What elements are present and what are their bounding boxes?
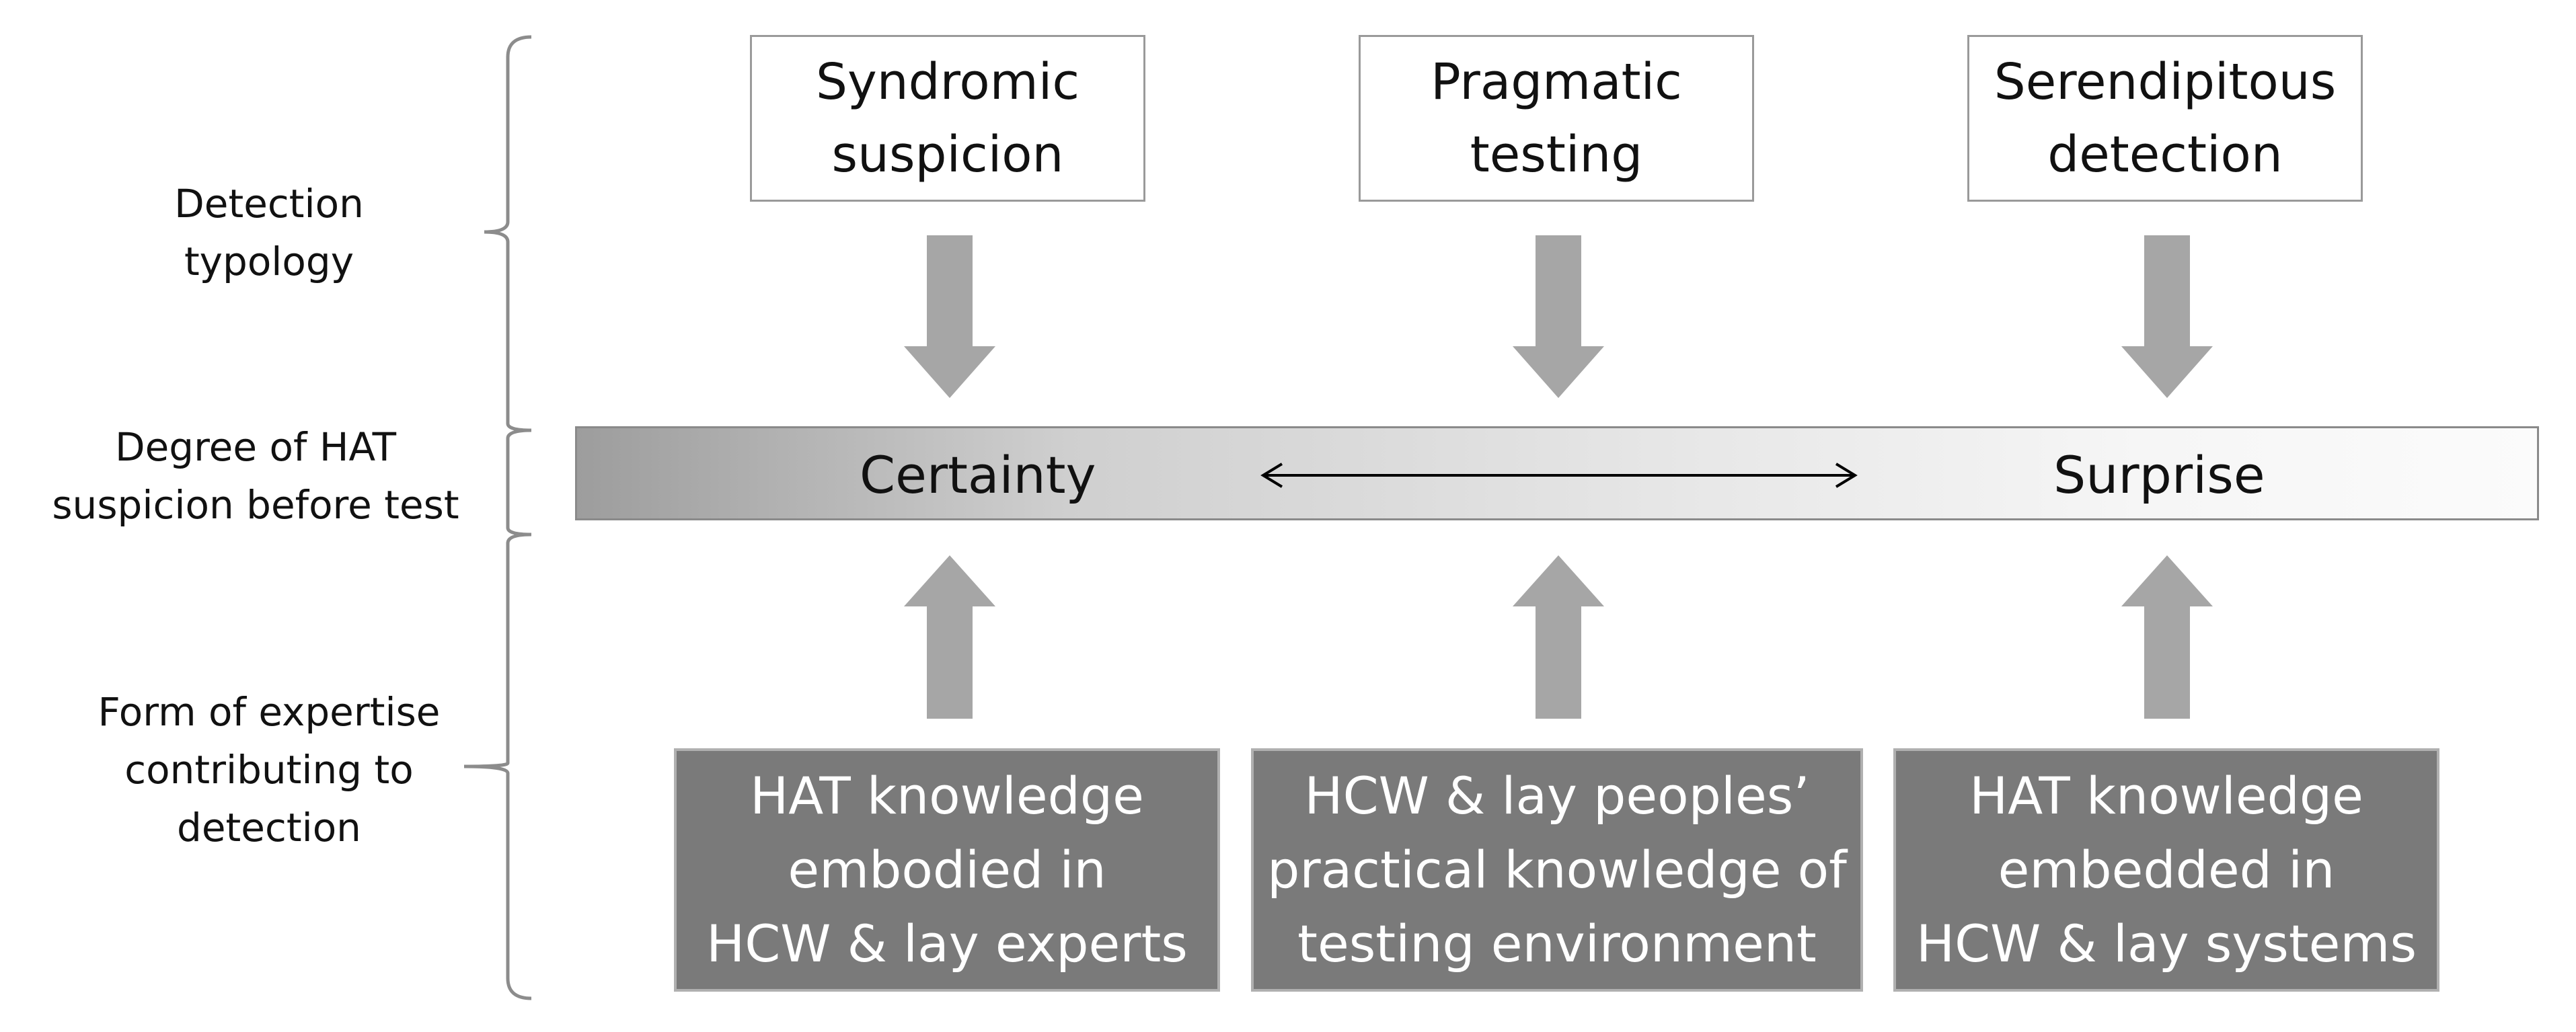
form-of-expertise-label: Form of expertise contributing to detect… [98, 689, 441, 850]
certainty-label: Certainty [860, 445, 1096, 505]
bottom-box-embodied-knowledge: HAT knowledge embodied in HCW & lay expe… [674, 748, 1220, 992]
detection-typology-label: Detection typology [174, 181, 364, 284]
block-arrow-down-icon [904, 235, 995, 398]
block-arrow-up-icon [2121, 555, 2213, 719]
suspicion-spectrum-bar: Certainty Surprise [575, 426, 2539, 520]
bottom-box-embedded-knowledge: HAT knowledge embedded in HCW & lay syst… [1893, 748, 2439, 992]
block-arrow-down-icon [2121, 235, 2213, 398]
double-headed-arrow-icon [1260, 463, 1858, 488]
block-arrow-up-icon [904, 555, 995, 719]
top-box-pragmatic-testing: Pragmatic testing [1359, 35, 1754, 202]
left-curly-brace-icon [463, 35, 532, 1000]
bottom-box-practical-knowledge: HCW & lay peoples’ practical knowledge o… [1251, 748, 1863, 992]
top-box-serendipitous-detection: Serendipitous detection [1967, 35, 2363, 202]
degree-of-suspicion-label: Degree of HAT suspicion before test [52, 424, 459, 528]
surprise-label: Surprise [2053, 445, 2265, 505]
block-arrow-down-icon [1513, 235, 1604, 398]
block-arrow-up-icon [1513, 555, 1604, 719]
top-box-syndromic-suspicion: Syndromic suspicion [750, 35, 1145, 202]
